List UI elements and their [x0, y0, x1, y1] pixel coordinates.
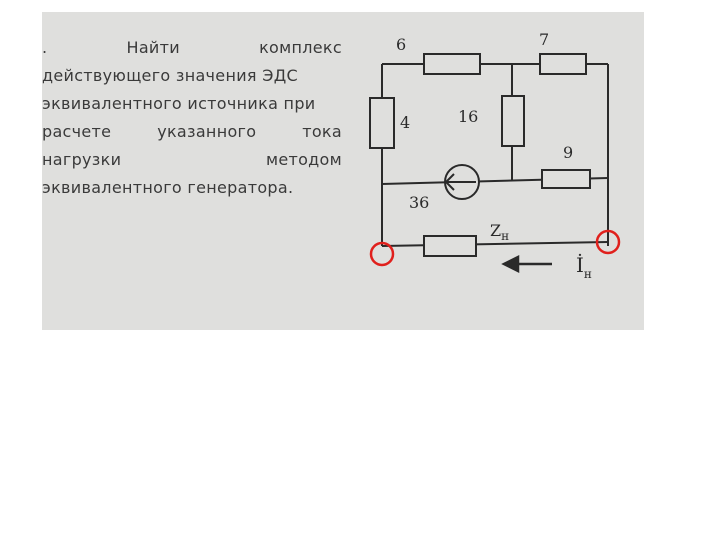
label-r6: 6 — [396, 35, 406, 54]
current-subscript: н — [584, 267, 592, 281]
terminal-marker-right — [595, 229, 621, 255]
task-line-4: расчете указанного тока — [42, 118, 342, 146]
terminal-marker-left — [369, 241, 395, 267]
task-line-3: эквивалентного источника при — [42, 94, 316, 113]
task-line-5: нагрузки методом — [42, 146, 342, 174]
load-symbol: Z — [490, 221, 501, 240]
task-text: . Найти комплекс действующего значения Э… — [42, 34, 342, 202]
task-line-5-left: нагрузки — [42, 150, 122, 169]
task-line-1-mid: Найти — [126, 38, 180, 57]
label-r7: 7 — [539, 30, 549, 49]
label-current: İн — [576, 253, 592, 281]
label-r16: 16 — [458, 107, 478, 126]
current-arrow-head-icon — [501, 254, 520, 274]
label-source: 36 — [409, 193, 429, 212]
task-line-6: эквивалентного генератора. — [42, 178, 294, 197]
source-arrow-icon — [444, 173, 476, 191]
load-subscript: н — [501, 229, 509, 243]
scanned-problem-image: . Найти комплекс действующего значения Э… — [42, 12, 644, 330]
task-line-2: действующего значения ЭДС — [42, 66, 298, 85]
resistor-6 — [423, 53, 481, 75]
task-line-1-right: комплекс — [259, 38, 342, 57]
current-symbol: İ — [576, 253, 584, 277]
label-load: Zн — [490, 221, 509, 243]
label-r9: 9 — [563, 143, 573, 162]
task-line-1-left: . — [42, 38, 48, 57]
resistor-4 — [369, 97, 395, 149]
circuit-diagram: 6 7 4 16 9 36 Zн İн — [369, 30, 621, 281]
task-line-1: . Найти комплекс — [42, 34, 342, 62]
task-line-4-right: тока — [302, 122, 342, 141]
task-line-4-mid: указанного — [157, 122, 257, 141]
task-line-5-right: методом — [265, 150, 342, 169]
resistor-9 — [541, 169, 591, 189]
wire-bottom — [381, 241, 609, 247]
label-r4: 4 — [400, 113, 410, 132]
resistor-7 — [539, 53, 587, 75]
resistor-load — [423, 235, 477, 257]
task-line-4-left: расчете — [42, 122, 112, 141]
resistor-16 — [501, 95, 525, 147]
